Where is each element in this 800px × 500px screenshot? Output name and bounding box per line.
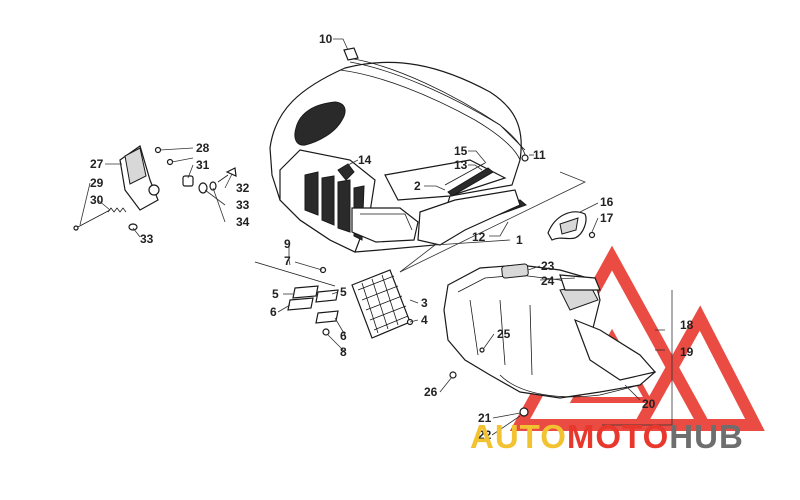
callout-19: 19 xyxy=(680,345,694,359)
watermark-moto: MOTO xyxy=(566,418,670,455)
callout-14: 14 xyxy=(358,153,372,167)
callout-4: 4 xyxy=(421,313,428,327)
storage-tray xyxy=(443,263,657,417)
callout-34: 34 xyxy=(236,215,250,229)
callout-24: 24 xyxy=(541,274,555,288)
callout-30: 30 xyxy=(90,193,104,207)
callout-6-left: 6 xyxy=(270,305,277,319)
assembly-bracket-outline xyxy=(399,171,586,273)
callout-13: 13 xyxy=(454,158,468,172)
callout-6-right: 6 xyxy=(340,329,347,343)
callout-29: 29 xyxy=(90,176,104,190)
callout-2: 2 xyxy=(414,179,421,193)
callout-5-left: 5 xyxy=(272,287,279,301)
callout-10: 10 xyxy=(319,32,333,46)
callout-16: 16 xyxy=(600,195,614,209)
callout-25: 25 xyxy=(497,327,511,341)
callout-15: 15 xyxy=(454,144,468,158)
handle-grip xyxy=(547,211,596,241)
headlight-assembly xyxy=(73,145,237,231)
mounting-brackets xyxy=(254,261,339,336)
callout-1: 1 xyxy=(516,233,523,247)
callout-12: 12 xyxy=(472,230,486,244)
callout-23: 23 xyxy=(541,259,555,273)
callout-17: 17 xyxy=(600,211,614,225)
watermark-auto: AUTO xyxy=(470,418,567,455)
leader-lines xyxy=(79,38,641,436)
callout-33-upper: 33 xyxy=(236,198,250,212)
callout-5-right: 5 xyxy=(340,285,347,299)
grille-screen xyxy=(351,269,414,339)
watermark-brand: AUTOMOTOHUB xyxy=(470,418,800,458)
callout-8: 8 xyxy=(340,345,347,359)
callout-32: 32 xyxy=(236,181,250,195)
callout-33-lower: 33 xyxy=(140,232,154,246)
callout-27: 27 xyxy=(90,157,104,171)
hood-trim-rod xyxy=(343,47,529,162)
callout-18: 18 xyxy=(680,318,694,332)
callout-3: 3 xyxy=(421,296,428,310)
callout-9: 9 xyxy=(284,237,291,251)
watermark-hub: HUB xyxy=(669,418,744,455)
callout-21: 21 xyxy=(478,411,492,425)
callout-28: 28 xyxy=(196,141,210,155)
callout-26: 26 xyxy=(424,385,438,399)
callout-labels: 1 2 3 4 5 5 6 6 7 8 9 10 11 12 13 14 15 … xyxy=(90,32,694,442)
callout-bracket-18-19 xyxy=(602,290,673,426)
callout-20: 20 xyxy=(642,397,656,411)
callout-7: 7 xyxy=(284,254,291,268)
front-hood: XT xyxy=(269,61,527,253)
callout-31: 31 xyxy=(196,158,210,172)
callout-11: 11 xyxy=(533,148,546,162)
callout-22: 22 xyxy=(478,428,492,442)
